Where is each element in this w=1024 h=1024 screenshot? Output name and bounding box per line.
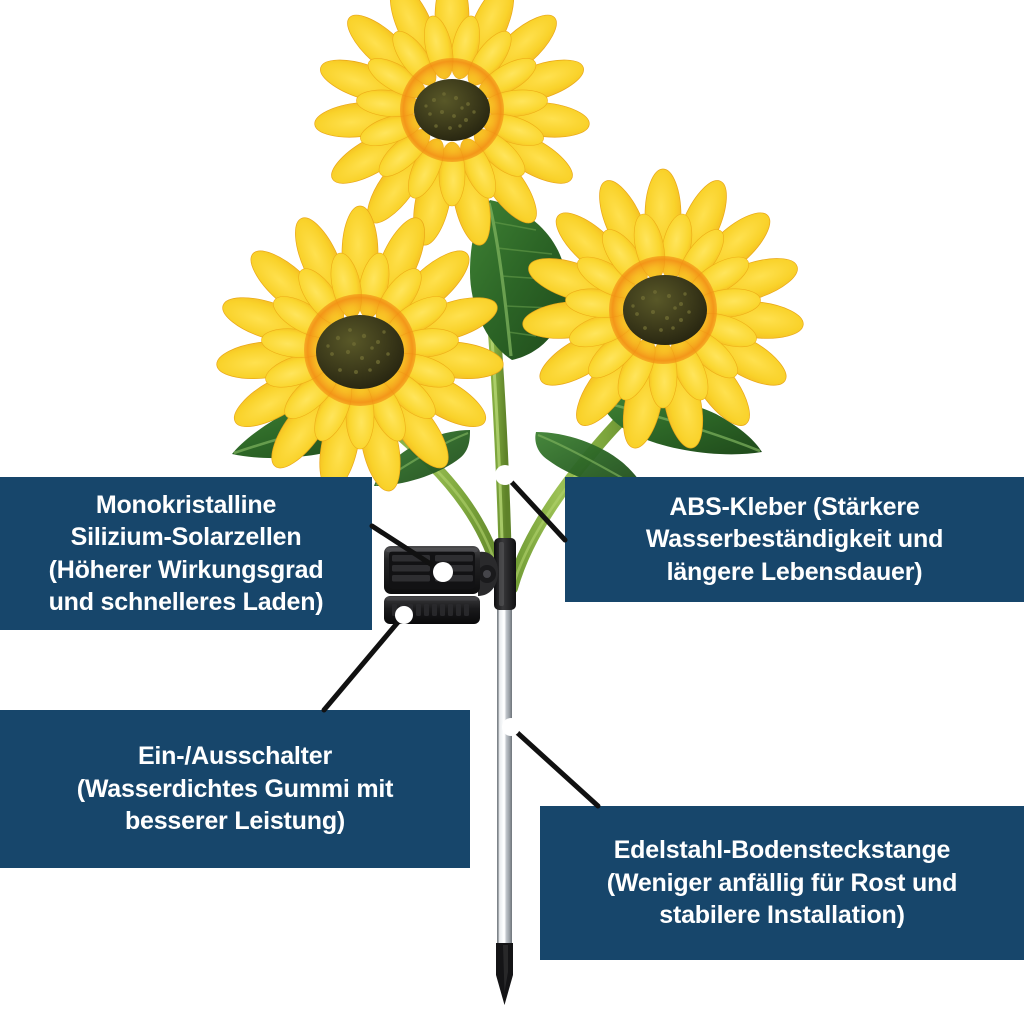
callout-stainless-stake-line-2: (Weniger anfällig für Rost und [606, 868, 958, 897]
callout-abs-glue-line-3: längere Lebensdauer) [666, 557, 923, 586]
callout-solar-cells-line-2: Silizium-Solarzellen [70, 523, 302, 551]
callout-stainless-stake-line-3: stabilere Installation) [659, 901, 905, 930]
callout-abs-glue-line-1: ABS-Kleber (Stärkere [669, 492, 920, 521]
sunflower-top [314, 0, 590, 246]
callout-stainless-stake-line-1: Edelstahl-Bodensteckstange [613, 836, 951, 865]
callout-solar-cells-line-4: und schnelleres Laden) [48, 588, 324, 616]
callout-solar-cells-line-3: (Höherer Wirkungsgrad [48, 555, 324, 584]
ground-stake-graphic [496, 600, 513, 1005]
callout-power-switch-line-1: Ein-/Ausschalter [137, 742, 333, 771]
sunflower-right [522, 168, 804, 449]
sunflower-left [216, 205, 504, 492]
callout-solar-cells: Monokristalline Silizium-Solarzellen (Hö… [0, 477, 372, 630]
callout-abs-glue: ABS-Kleber (Stärkere Wasserbeständigkeit… [565, 477, 1024, 602]
callout-abs-glue-line-2: Wasserbeständigkeit und [645, 525, 944, 554]
callout-power-switch-line-3: besserer Leistung) [124, 807, 346, 836]
solar-cell-panel [384, 546, 480, 594]
callout-solar-cells-line-1: Monokristalline [95, 490, 277, 519]
callout-power-switch: Ein-/Ausschalter (Wasserdichtes Gummi mi… [0, 710, 470, 868]
callout-stainless-stake: Edelstahl-Bodensteckstange (Weniger anfä… [540, 806, 1024, 960]
callout-power-switch-line-2: (Wasserdichtes Gummi mit [76, 774, 394, 803]
switch-housing [384, 596, 480, 624]
solar-panel-module-graphic [384, 538, 516, 624]
